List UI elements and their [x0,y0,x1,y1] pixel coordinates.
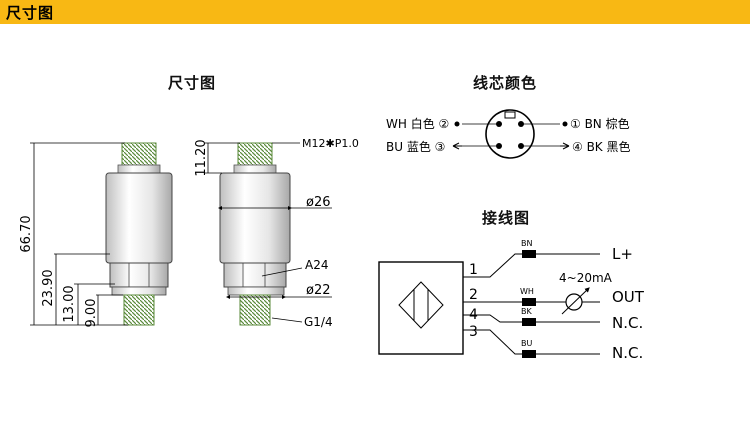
pin-number-3: 3 [469,324,478,340]
output-l-plus: L+ [612,245,633,263]
pin-number-4: 4 [469,307,478,323]
wire-code-wh: WH [520,287,534,296]
load-symbol [561,287,590,315]
dim-total-height: 66.70 [19,215,34,252]
signal-label: 4~20mA [559,271,613,285]
output-out: OUT [612,288,645,306]
output-nc-1: N.C. [612,314,643,332]
wire-pin3-label: BU 蓝色 ③ [386,140,445,154]
dim-process-thread: G1/4 [304,315,333,329]
dim-hex-height: 13.00 [62,285,77,322]
dim-thread-height: 9.00 [84,299,99,328]
wire-code-bk: BK [521,307,532,316]
pin-number-1: 1 [469,262,478,278]
wire-markers [522,250,536,358]
wiring-diagram [378,253,600,355]
header-title: 尺寸图 [6,4,55,22]
dim-connector-thread: M12✱P1.0 [302,137,359,150]
header-bar: 尺寸图 [0,0,750,24]
connector-pinout [452,109,570,159]
wire-pin2-label: WH 白色 ② [386,116,449,131]
left-dimension-lines [30,142,128,326]
wire-code-bu: BU [521,339,532,348]
wire-code-bn: BN [521,239,532,248]
sensor-front-view [105,142,173,326]
dim-flange-diameter: ø22 [306,283,331,298]
dim-hex-size: A24 [305,258,328,272]
dim-connector-height: 11.20 [194,139,209,176]
pin-number-2: 2 [469,287,478,303]
right-dimension-lines [204,142,332,323]
dimensions-title: 尺寸图 [168,74,217,92]
wiring-title: 接线图 [482,209,531,227]
output-nc-2: N.C. [612,344,643,362]
wire-pin1-label: ① BN 棕色 [570,116,630,131]
wire-pin4-label: ④ BK 黑色 [572,140,631,154]
dim-body-lower: 23.90 [41,269,56,306]
sensor-side-view [219,142,291,326]
dim-body-diameter: ø26 [306,195,331,210]
wire-colors-title: 线芯颜色 [473,74,538,92]
